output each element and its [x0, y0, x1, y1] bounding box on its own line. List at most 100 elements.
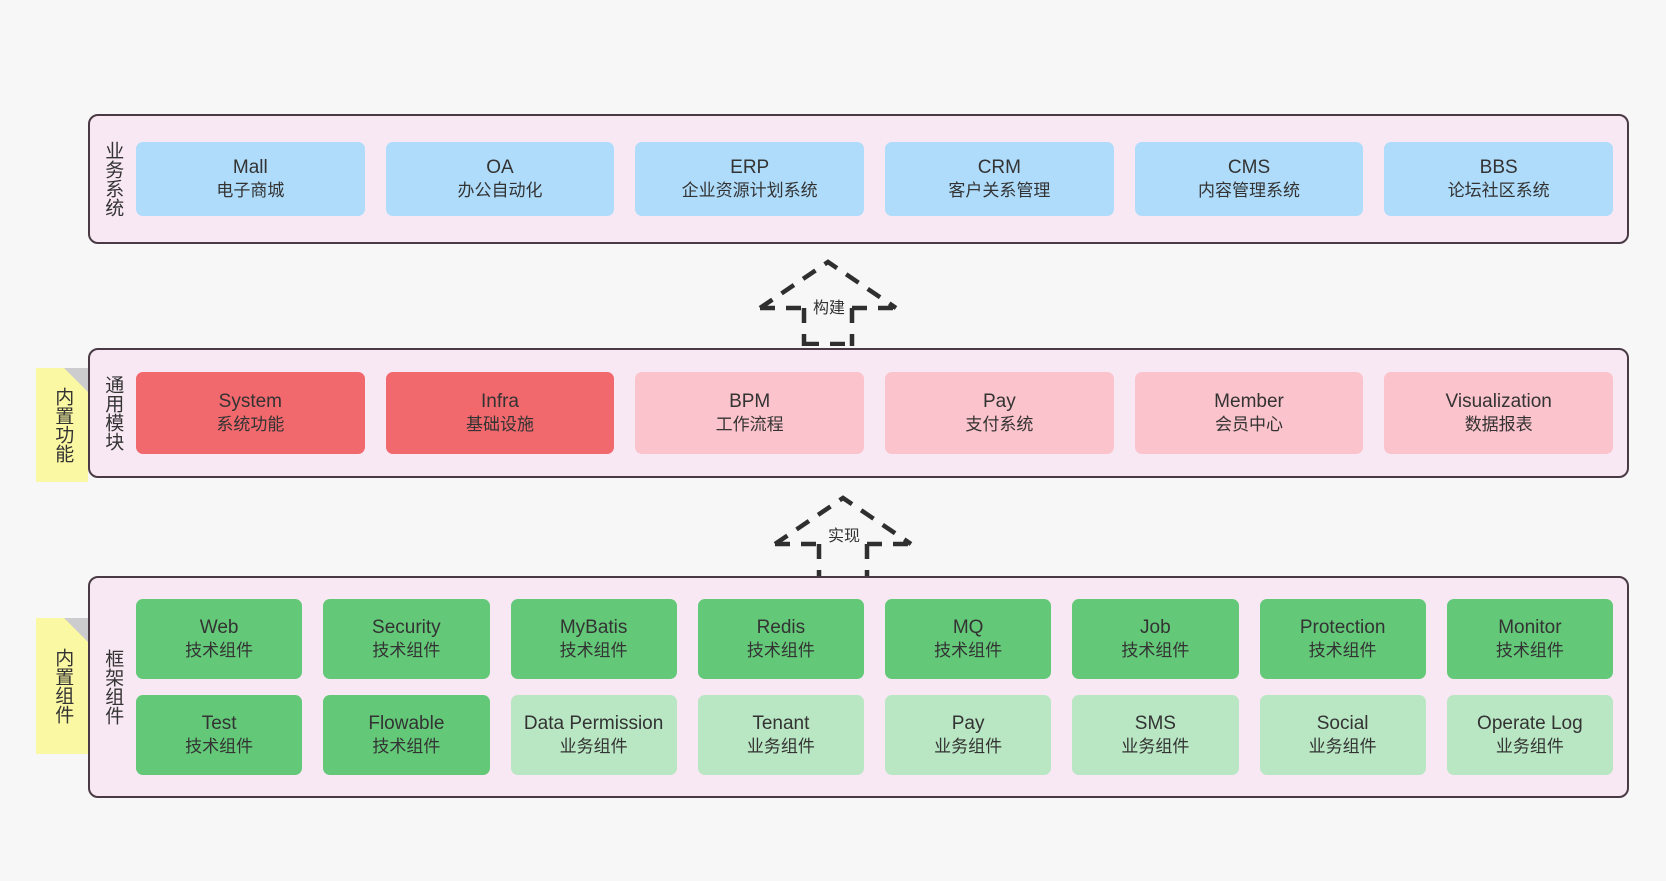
module-card-bbs[interactable]: BBS 论坛社区系统 — [1384, 142, 1614, 216]
module-desc: 内容管理系统 — [1198, 181, 1301, 201]
component-name: MQ — [952, 616, 984, 638]
component-name: SMS — [1134, 712, 1176, 734]
component-card-operate-log[interactable]: Operate Log 业务组件 — [1446, 695, 1613, 775]
component-desc: 技术组件 — [185, 641, 254, 661]
module-name: CMS — [1227, 156, 1271, 178]
component-desc: 业务组件 — [1495, 737, 1564, 757]
module-desc: 客户关系管理 — [948, 181, 1051, 201]
component-desc: 技术组件 — [746, 641, 815, 661]
connector-label-implement: 实现 — [828, 528, 861, 545]
component-card-tenant[interactable]: Tenant 业务组件 — [697, 695, 864, 775]
module-desc: 支付系统 — [965, 415, 1034, 435]
component-card-redis[interactable]: Redis 技术组件 — [697, 599, 864, 679]
component-name: Pay — [951, 712, 985, 734]
module-card-infra[interactable]: Infra 基础设施 — [385, 372, 615, 454]
component-desc: 技术组件 — [1308, 641, 1377, 661]
module-name: Visualization — [1445, 390, 1552, 412]
module-name: OA — [486, 156, 514, 178]
component-desc: 技术组件 — [934, 641, 1003, 661]
module-desc: 工作流程 — [715, 415, 784, 435]
component-name: Social — [1316, 712, 1369, 734]
layer-title-business: 业务系统 — [102, 141, 124, 217]
component-name: Web — [199, 616, 239, 638]
component-card-sms[interactable]: SMS 业务组件 — [1072, 695, 1239, 775]
component-name: Tenant — [752, 712, 810, 734]
component-card-social[interactable]: Social 业务组件 — [1259, 695, 1426, 775]
module-desc: 会员中心 — [1215, 415, 1284, 435]
component-desc: 业务组件 — [559, 737, 628, 757]
module-card-pay[interactable]: Pay 支付系统 — [885, 372, 1114, 454]
module-desc: 数据报表 — [1464, 415, 1533, 435]
module-name: CRM — [977, 156, 1021, 178]
component-name: Redis — [756, 616, 806, 638]
layer-body-framework: Web 技术组件 Security 技术组件 MyBatis 技术组件 Redi… — [134, 578, 1627, 796]
module-desc: 企业资源计划系统 — [681, 181, 818, 201]
layer-body-business: Mall 电子商城 OA 办公自动化 ERP 企业资源计划系统 CRM 客户关系… — [134, 116, 1627, 242]
component-card-monitor[interactable]: Monitor 技术组件 — [1446, 599, 1613, 679]
component-desc: 技术组件 — [559, 641, 628, 661]
connector-label-build: 构建 — [813, 300, 846, 317]
layer-row: System 系统功能 Infra 基础设施 BPM 工作流程 Pay 支付系统… — [136, 372, 1614, 454]
component-name: Flowable — [368, 712, 445, 734]
component-desc: 技术组件 — [185, 737, 254, 757]
component-desc: 业务组件 — [1308, 737, 1377, 757]
module-desc: 系统功能 — [216, 415, 285, 435]
component-name: Data Permission — [523, 712, 664, 734]
layer-common-modules: 通用模块 System 系统功能 Infra 基础设施 BPM 工作流程 Pay… — [88, 348, 1629, 478]
component-desc: 业务组件 — [1121, 737, 1190, 757]
module-desc: 电子商城 — [216, 181, 285, 201]
component-card-mybatis[interactable]: MyBatis 技术组件 — [510, 599, 677, 679]
module-card-erp[interactable]: ERP 企业资源计划系统 — [635, 142, 865, 216]
component-card-pay[interactable]: Pay 业务组件 — [885, 695, 1052, 775]
component-card-protection[interactable]: Protection 技术组件 — [1259, 599, 1426, 679]
component-name: Monitor — [1498, 616, 1562, 638]
component-card-web[interactable]: Web 技术组件 — [136, 599, 303, 679]
module-name: Member — [1214, 390, 1284, 412]
module-card-mall[interactable]: Mall 电子商城 — [136, 142, 365, 216]
module-card-member[interactable]: Member 会员中心 — [1134, 372, 1364, 454]
layer-title-framework: 框架组件 — [102, 649, 124, 725]
module-name: BBS — [1479, 156, 1518, 178]
module-desc: 论坛社区系统 — [1447, 181, 1550, 201]
component-name: Job — [1140, 616, 1171, 638]
layer-row: Mall 电子商城 OA 办公自动化 ERP 企业资源计划系统 CRM 客户关系… — [136, 142, 1614, 216]
component-desc: 技术组件 — [1121, 641, 1190, 661]
layer-body-common: System 系统功能 Infra 基础设施 BPM 工作流程 Pay 支付系统… — [134, 350, 1627, 476]
module-name: System — [218, 390, 283, 412]
component-name: Security — [372, 616, 441, 638]
layer-framework-components: 框架组件 Web 技术组件 Security 技术组件 MyBatis 技术组件… — [88, 576, 1629, 798]
module-card-crm[interactable]: CRM 客户关系管理 — [885, 142, 1114, 216]
note-builtin-features: 内置功能 — [36, 368, 88, 482]
component-card-security[interactable]: Security 技术组件 — [323, 599, 490, 679]
component-card-test[interactable]: Test 技术组件 — [136, 695, 303, 775]
layer-business-systems: 业务系统 Mall 电子商城 OA 办公自动化 ERP 企业资源计划系统 CRM… — [88, 114, 1629, 244]
component-desc: 业务组件 — [746, 737, 815, 757]
layer-row: Web 技术组件 Security 技术组件 MyBatis 技术组件 Redi… — [136, 599, 1613, 679]
component-desc: 业务组件 — [934, 737, 1003, 757]
module-desc: 办公自动化 — [457, 181, 543, 201]
note-builtin-components: 内置组件 — [36, 618, 88, 754]
component-name: Protection — [1299, 616, 1386, 638]
component-card-mq[interactable]: MQ 技术组件 — [885, 599, 1052, 679]
module-card-system[interactable]: System 系统功能 — [136, 372, 365, 454]
component-name: MyBatis — [559, 616, 628, 638]
module-card-cms[interactable]: CMS 内容管理系统 — [1134, 142, 1364, 216]
component-card-data-permission[interactable]: Data Permission 业务组件 — [510, 695, 677, 775]
component-name: Operate Log — [1477, 712, 1583, 734]
component-card-job[interactable]: Job 技术组件 — [1072, 599, 1239, 679]
component-card-flowable[interactable]: Flowable 技术组件 — [323, 695, 490, 775]
module-card-oa[interactable]: OA 办公自动化 — [385, 142, 615, 216]
component-name: Test — [201, 712, 237, 734]
component-desc: 技术组件 — [1495, 641, 1564, 661]
module-name: ERP — [730, 156, 770, 178]
layer-title-common: 通用模块 — [102, 375, 124, 451]
component-desc: 技术组件 — [372, 641, 441, 661]
component-desc: 技术组件 — [372, 737, 441, 757]
module-name: Mall — [232, 156, 268, 178]
module-name: Infra — [480, 390, 520, 412]
module-name: Pay — [982, 390, 1016, 412]
module-card-bpm[interactable]: BPM 工作流程 — [635, 372, 865, 454]
module-card-visualization[interactable]: Visualization 数据报表 — [1384, 372, 1614, 454]
module-name: BPM — [729, 390, 771, 412]
module-desc: 基础设施 — [466, 415, 534, 435]
